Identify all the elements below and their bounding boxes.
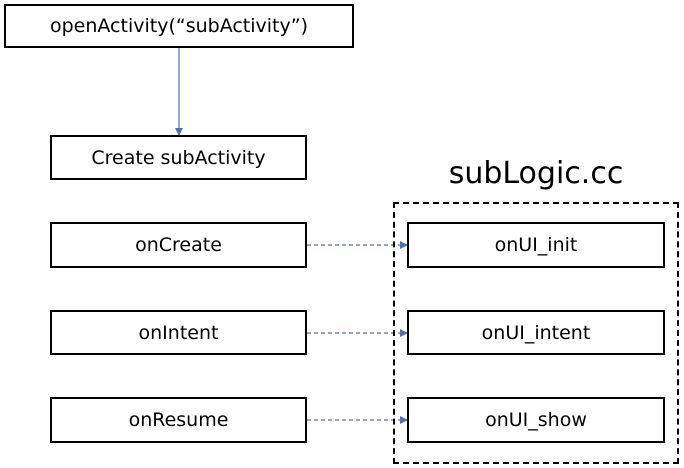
onresume-box: onResume: [50, 397, 307, 443]
onui-show-label: onUI_show: [485, 409, 587, 431]
open-activity-label: openActivity(“subActivity”): [49, 15, 309, 37]
onui-init-label: onUI_init: [494, 234, 578, 256]
sublogic-title: subLogic.cc: [448, 156, 624, 191]
create-subactivity-label: Create subActivity: [91, 146, 266, 169]
oncreate-box: onCreate: [50, 222, 307, 268]
sublogic-group-frame: [393, 202, 679, 464]
onintent-label: onIntent: [138, 321, 219, 344]
onui-intent-label: onUI_intent: [481, 321, 591, 344]
oncreate-label: onCreate: [135, 234, 222, 256]
onresume-label: onResume: [128, 409, 229, 431]
onui-init-box: onUI_init: [407, 222, 665, 268]
open-activity-box: openActivity(“subActivity”): [4, 4, 354, 48]
onui-show-box: onUI_show: [407, 397, 665, 443]
onui-intent-box: onUI_intent: [407, 310, 665, 355]
create-subactivity-box: Create subActivity: [50, 135, 307, 180]
onintent-box: onIntent: [50, 310, 307, 355]
